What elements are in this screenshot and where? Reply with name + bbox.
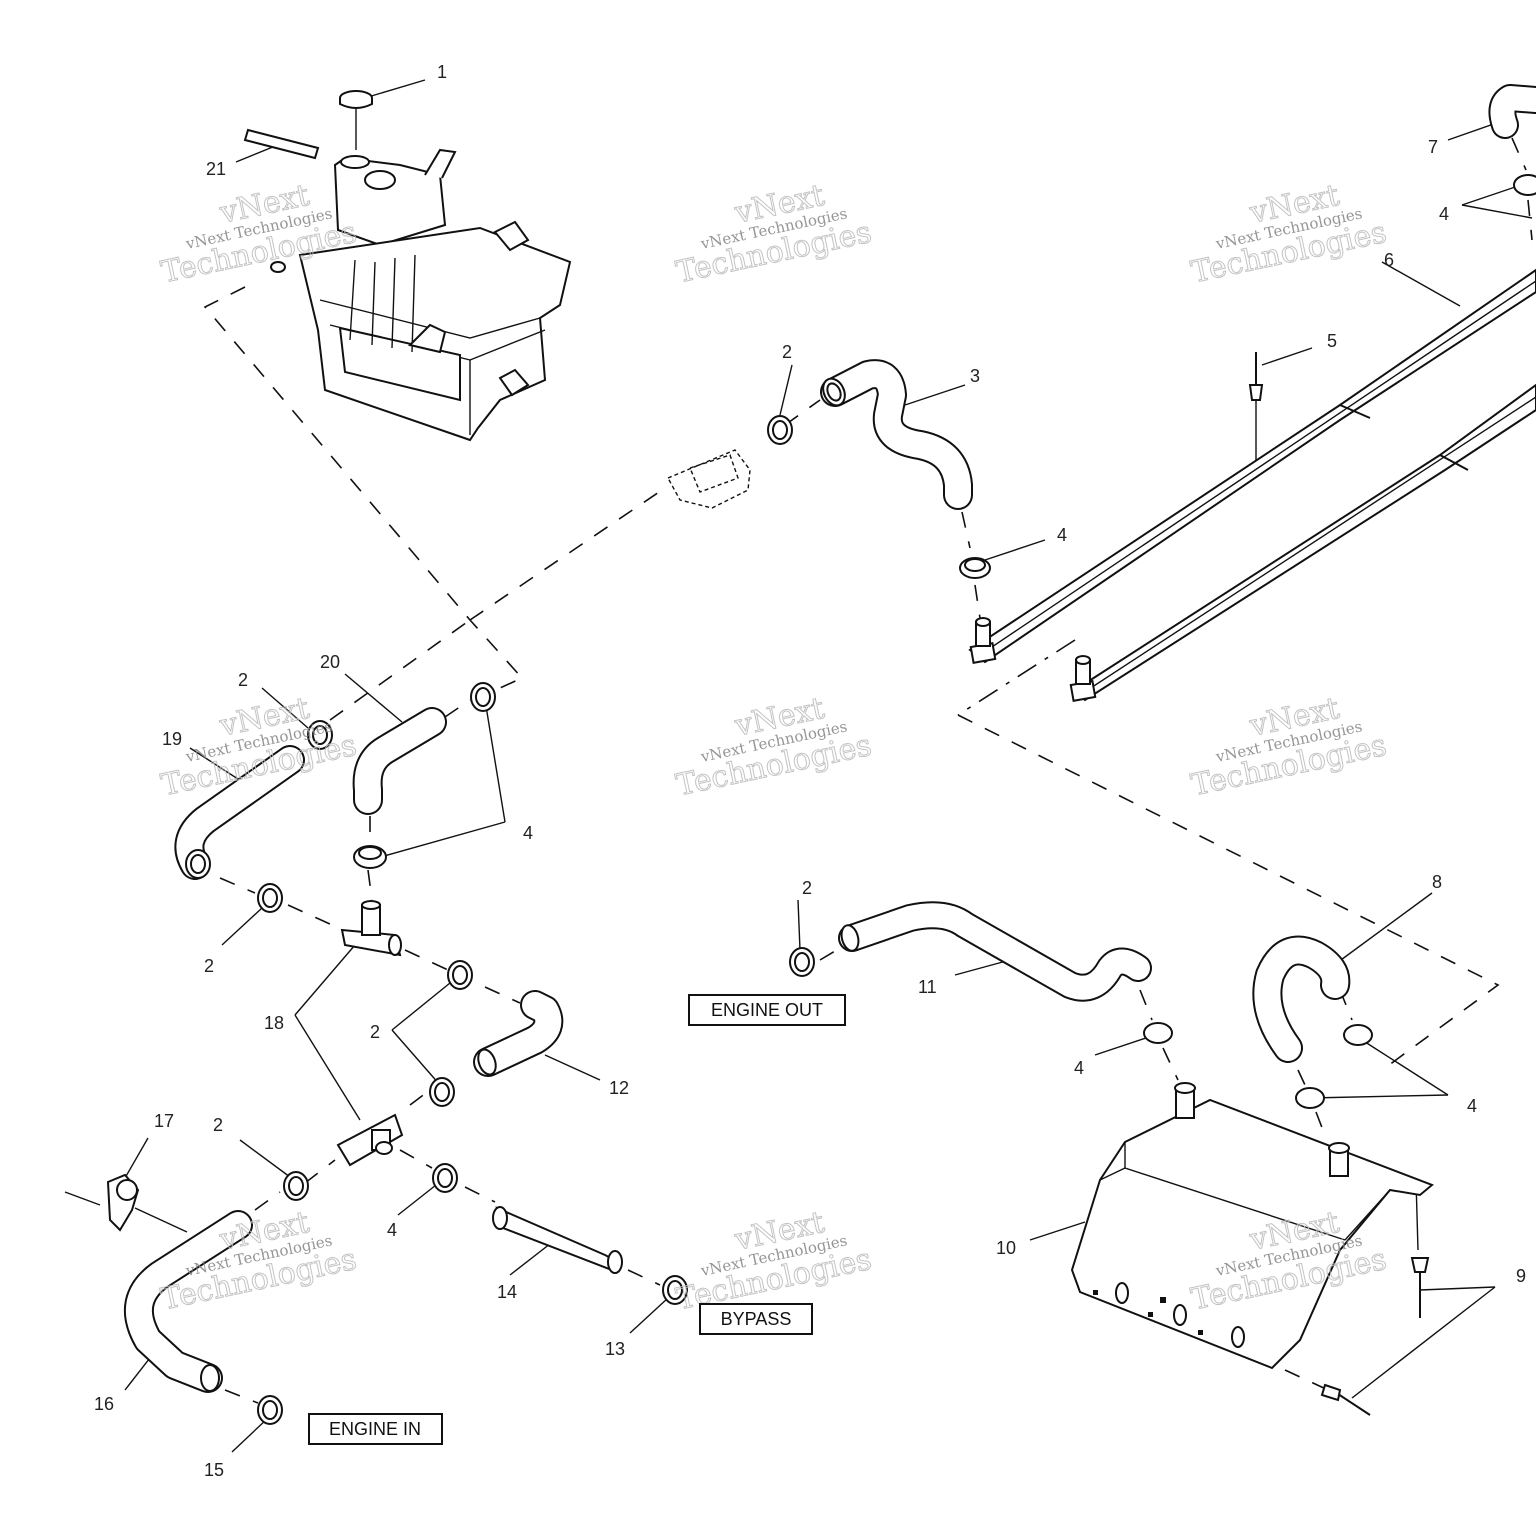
hose-part-12 xyxy=(473,990,564,1077)
clamp-4-right-c xyxy=(1295,1087,1325,1109)
clamp-4-left-mid xyxy=(353,845,387,869)
clamp-13 xyxy=(662,1275,688,1305)
tee-fitting-upper-part-18 xyxy=(340,900,402,957)
hose-part-7 xyxy=(1488,84,1536,139)
callout-2: 2 xyxy=(370,1022,380,1042)
watermarks: vNext vNext Technologies Technologies vN… xyxy=(158,177,1390,1317)
hose-part-16 xyxy=(123,1210,253,1393)
clamp-4-right-b xyxy=(1343,1024,1373,1046)
clamp-4-left-upper xyxy=(470,682,496,712)
callout-12: 12 xyxy=(609,1078,629,1098)
clamp-4-right-a xyxy=(1143,1022,1173,1044)
callout-4: 4 xyxy=(1467,1096,1477,1116)
callout-numbers: 1 2 2 2 2 2 2 3 4 4 4 4 4 4 5 6 7 8 9 10… xyxy=(94,62,1526,1480)
watermark-8: vNext vNext Technologies Technologies xyxy=(673,1204,875,1317)
callout-18: 18 xyxy=(264,1013,284,1033)
callout-2: 2 xyxy=(204,956,214,976)
clamp-2-lower-left xyxy=(283,1171,309,1201)
cap-part-1 xyxy=(339,90,373,109)
callout-8: 8 xyxy=(1432,872,1442,892)
callout-14: 14 xyxy=(497,1282,517,1302)
callout-4: 4 xyxy=(523,823,533,843)
hose-part-3 xyxy=(820,359,973,510)
coolant-reservoir-assembly xyxy=(270,148,572,442)
label-bypass: BYPASS xyxy=(699,1303,813,1335)
svg-text:BYPASS: BYPASS xyxy=(721,1309,792,1329)
label-engine-in: ENGINE IN xyxy=(308,1413,443,1445)
clamp-4-lower-center xyxy=(432,1163,458,1193)
clamp-4-top-right xyxy=(1513,174,1536,196)
callout-5: 5 xyxy=(1327,331,1337,351)
rivets-part-9 xyxy=(1320,1257,1430,1416)
callout-10: 10 xyxy=(996,1238,1016,1258)
callout-16: 16 xyxy=(94,1394,114,1414)
watermark-2: vNext vNext Technologies Technologies xyxy=(673,177,875,290)
vent-tube-part-21 xyxy=(243,128,320,160)
hidden-fitting xyxy=(667,449,751,509)
watermark-6: vNext vNext Technologies Technologies xyxy=(1188,690,1390,803)
hose-part-14 xyxy=(492,1206,623,1274)
hose-part-11 xyxy=(838,901,1152,1002)
pin-part-5 xyxy=(1248,352,1264,401)
routing-lines xyxy=(203,137,1533,1404)
heat-exchanger-box-part-10 xyxy=(1070,1082,1434,1370)
callout-2: 2 xyxy=(782,342,792,362)
callout-4: 4 xyxy=(387,1220,397,1240)
heat-exchanger-rails-part-6 xyxy=(968,268,1536,702)
hose-part-8 xyxy=(1252,935,1351,1063)
leader-lines xyxy=(124,79,1533,1453)
callout-2: 2 xyxy=(213,1115,223,1135)
clamp-2-center-lower xyxy=(429,1077,455,1107)
callout-20: 20 xyxy=(320,652,340,672)
hose-part-20 xyxy=(352,707,447,815)
hose-part-19 xyxy=(174,745,305,880)
clamp-2-center-upper xyxy=(447,960,473,990)
clamp-15 xyxy=(257,1395,283,1425)
svg-text:ENGINE IN: ENGINE IN xyxy=(329,1419,421,1439)
watermark-5: vNext vNext Technologies Technologies xyxy=(673,690,875,803)
callout-1: 1 xyxy=(437,62,447,82)
callout-19: 19 xyxy=(162,729,182,749)
callout-11: 11 xyxy=(918,977,937,997)
clamp-4-mid xyxy=(959,557,991,579)
callout-6: 6 xyxy=(1384,250,1394,270)
tee-fitting-lower-part-18 xyxy=(336,1113,404,1167)
callout-17: 17 xyxy=(154,1111,174,1131)
callout-21: 21 xyxy=(206,159,226,179)
clamp-2-top xyxy=(767,415,793,445)
watermark-1: vNext vNext Technologies Technologies xyxy=(158,177,360,290)
callout-15: 15 xyxy=(204,1460,224,1480)
callout-3: 3 xyxy=(970,366,980,386)
callout-4: 4 xyxy=(1057,525,1067,545)
callout-2: 2 xyxy=(802,878,812,898)
clamp-2-left-upper xyxy=(307,720,333,750)
callout-9: 9 xyxy=(1516,1266,1526,1286)
clamp-2-left-mid xyxy=(257,883,283,913)
callout-7: 7 xyxy=(1428,137,1438,157)
label-engine-out: ENGINE OUT xyxy=(688,994,846,1026)
callout-2: 2 xyxy=(238,670,248,690)
callout-4: 4 xyxy=(1074,1058,1084,1078)
bracket-part-17 xyxy=(64,1173,188,1233)
clamp-2-engine-out xyxy=(789,947,815,977)
callout-13: 13 xyxy=(605,1339,625,1359)
callout-4: 4 xyxy=(1439,204,1449,224)
svg-text:ENGINE OUT: ENGINE OUT xyxy=(711,1000,823,1020)
watermark-3: vNext vNext Technologies Technologies xyxy=(1188,177,1390,290)
hose-clamps xyxy=(257,174,1536,1425)
